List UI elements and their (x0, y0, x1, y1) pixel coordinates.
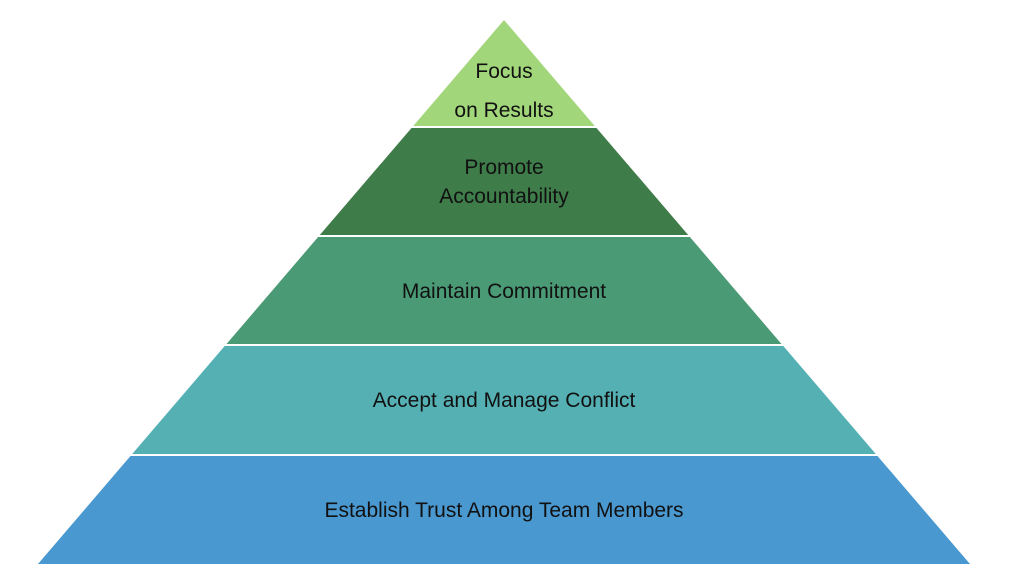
tier-shape (38, 456, 970, 564)
tier-label-line: Accept and Manage Conflict (373, 389, 636, 412)
tier-label-line: Maintain Commitment (402, 280, 606, 303)
tier-label-line: Promote (464, 156, 543, 179)
tier-accept-and-manage-conflict: Accept and Manage Conflict (132, 346, 876, 454)
tier-label-line: Establish Trust Among Team Members (324, 499, 683, 522)
tier-shape (226, 237, 782, 344)
tier-shape (132, 346, 876, 454)
tier-label-line: Focus (475, 60, 532, 83)
tier-label-line: Accountability (439, 185, 569, 208)
tier-maintain-commitment: Maintain Commitment (226, 237, 782, 344)
tier-establish-trust: Establish Trust Among Team Members (38, 456, 970, 564)
tier-shape (413, 20, 595, 126)
tier-shape (319, 128, 689, 235)
tier-label-line: on Results (454, 99, 553, 122)
tier-focus-on-results: Focus on Results (413, 20, 595, 126)
tier-promote-accountability: Promote Accountability (319, 128, 689, 235)
